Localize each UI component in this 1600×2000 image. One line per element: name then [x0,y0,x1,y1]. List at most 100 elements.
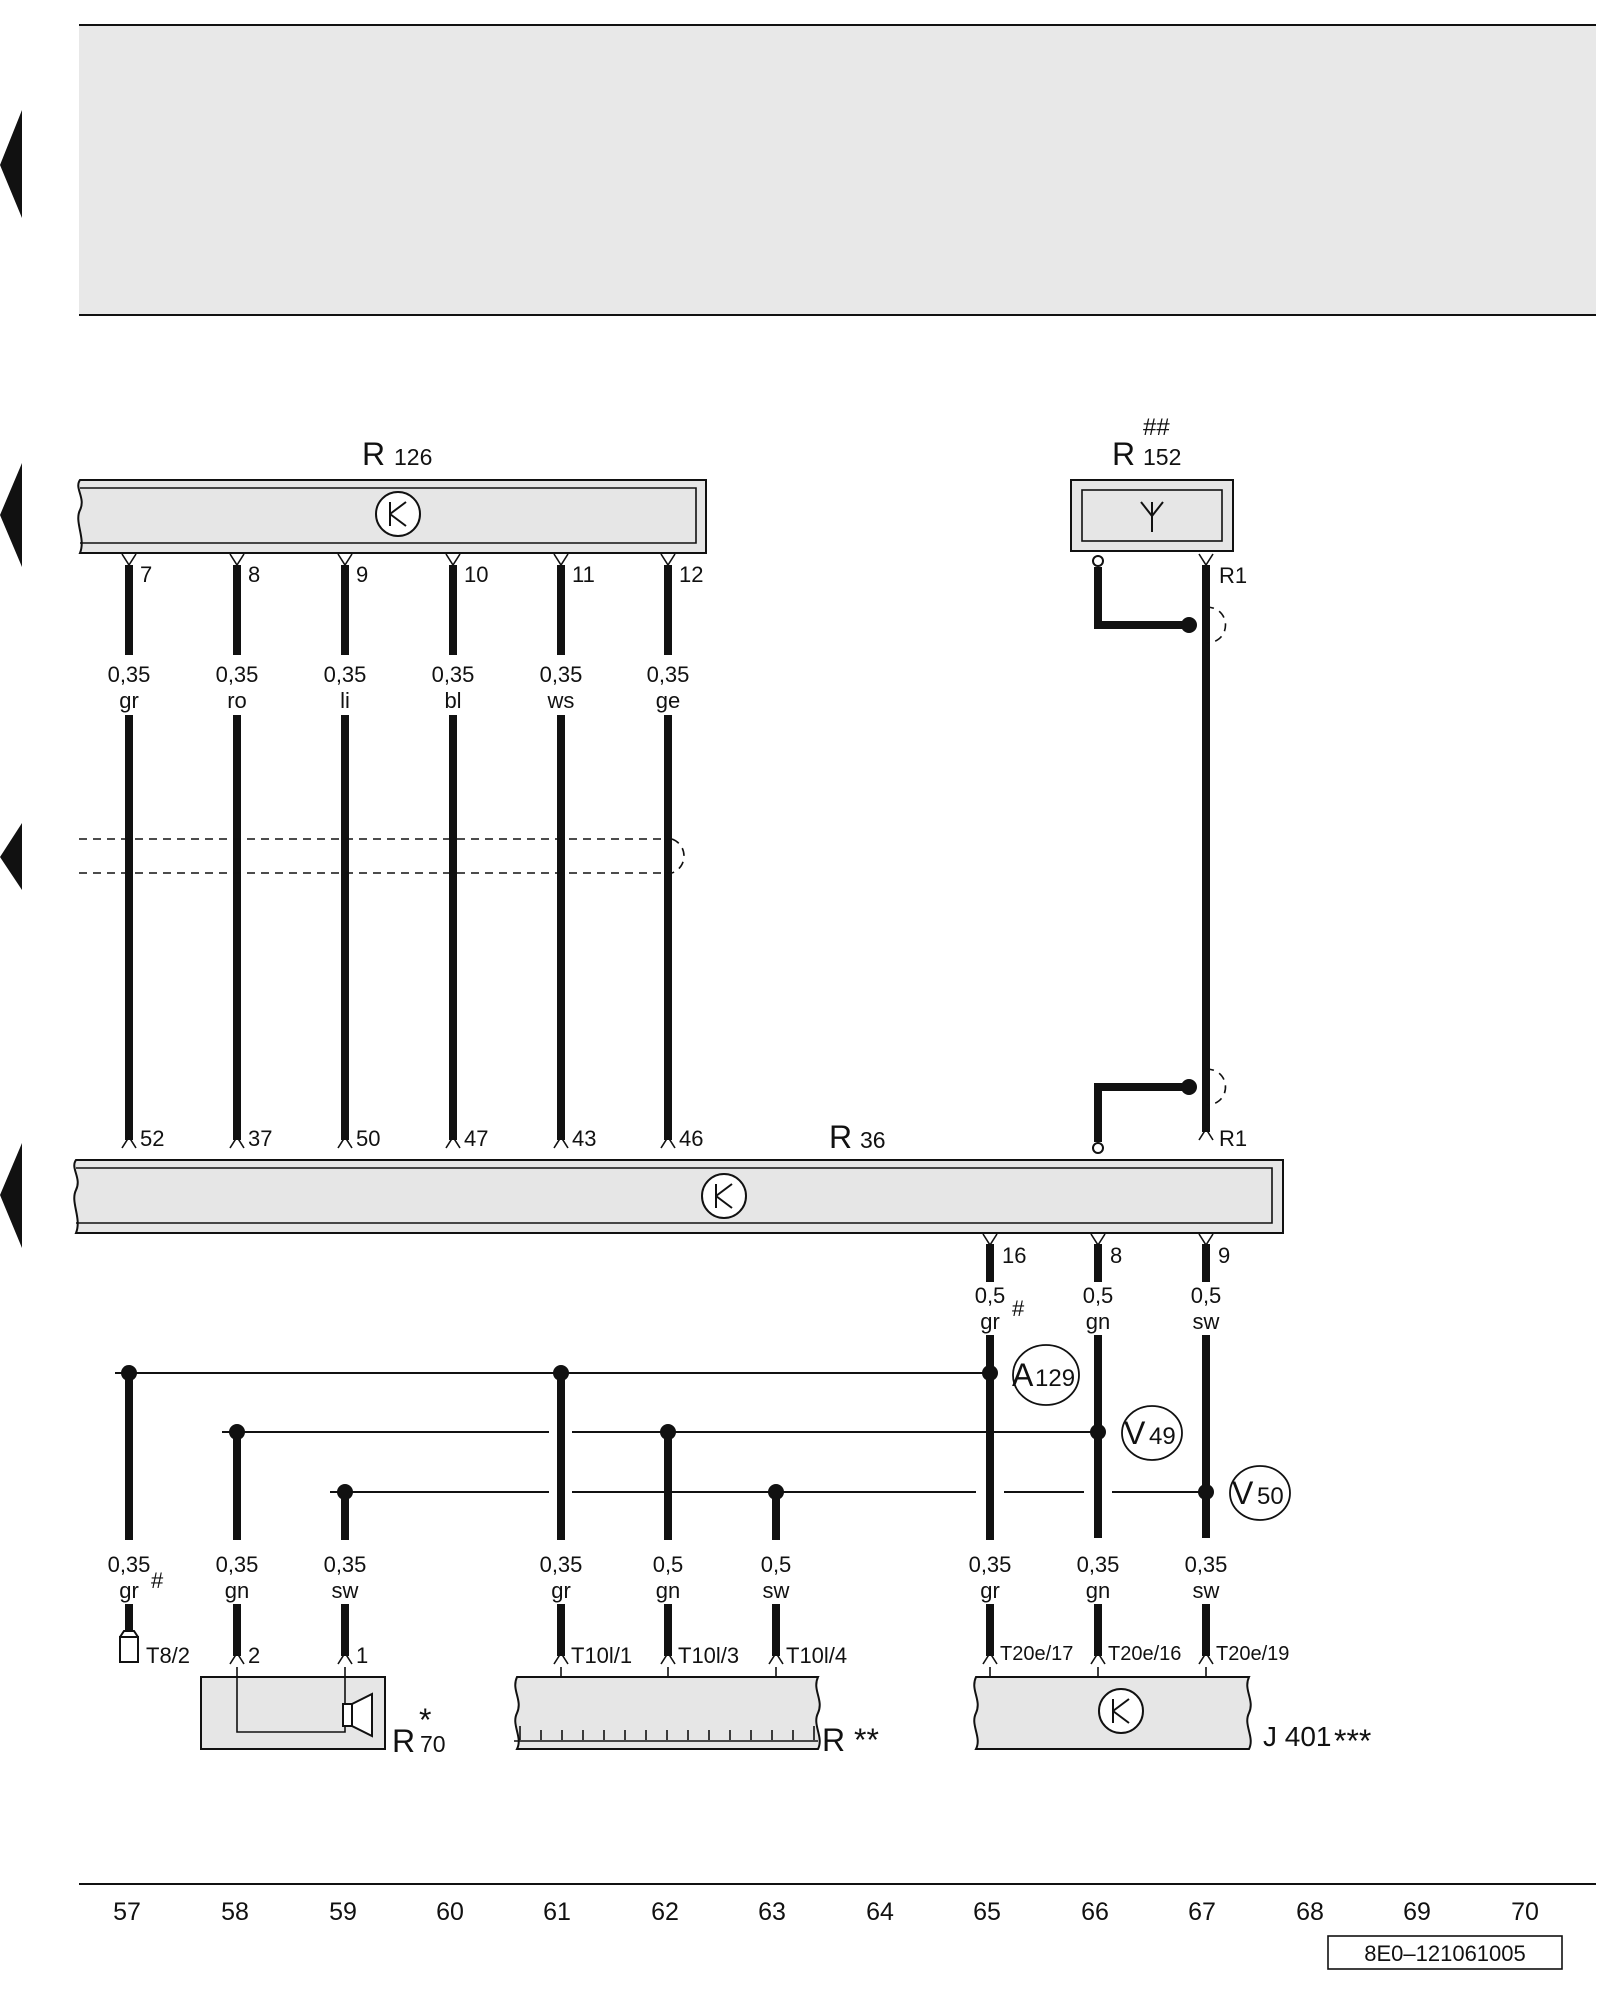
out-size: 0,5 [975,1283,1006,1308]
column-number: 59 [329,1898,357,1926]
bw-terminal: T8/2 [146,1643,190,1668]
wire-size: 0,35 [540,662,583,687]
wire-color: gr [119,688,139,713]
r126-wire-0: 7 0,35 gr 52 [108,553,164,1151]
out-size: 0,5 [1191,1283,1222,1308]
column-numbers: 57 58 59 60 61 62 63 64 65 66 67 68 69 7… [113,1898,1539,1926]
r126-wire-2: 9 0,35 li 50 [324,553,380,1151]
wire-color: ws [547,688,575,713]
shield-harness [79,838,685,874]
wire-color: bl [444,688,461,713]
out-mark: # [1012,1296,1025,1321]
out-pin: 9 [1218,1243,1230,1268]
connection-v50: V 50 [1229,1465,1291,1521]
bottom-wire-6: 0,35 gr T20e/17 [969,1538,1073,1665]
wire-top-pin: 12 [679,562,703,587]
wire-top-pin: 7 [140,562,152,587]
column-number: 62 [651,1898,679,1926]
r126-wire-1: 8 0,35 ro 37 [216,553,272,1151]
bottom-wire-3: 0,35 gr T10l/1 [540,1373,632,1668]
wire-size: 0,35 [647,662,690,687]
r70-letter: R [392,1723,415,1759]
wire-top-pin: 10 [464,562,488,587]
connector-icon [119,1630,139,1663]
wire-top-pin: 8 [248,562,260,587]
doc-code: 8E0–121061005 [1364,1941,1526,1966]
wire-size: 0,35 [108,662,151,687]
doc-code-box [1327,1935,1563,1970]
page-marker-4 [0,1143,22,1248]
bw-terminal: T20e/19 [1216,1643,1289,1665]
column-number: 57 [113,1898,141,1926]
page-marker-2 [0,463,22,567]
bw-size: 0,35 [324,1552,367,1577]
bw-terminal: T10l/3 [678,1643,739,1668]
wire-top-pin: 11 [572,562,595,587]
column-number: 63 [758,1898,786,1926]
wire-bottom-pin: 50 [356,1126,380,1151]
bottom-wire-0: 0,35 gr # T8/2 [108,1373,190,1668]
r152-mark: ## [1143,414,1170,441]
wire-size: 0,35 [432,662,475,687]
column-number: 65 [973,1898,1001,1926]
r152-shield-link: R1 R1 [1092,553,1247,1154]
component-r126: R 126 [77,436,707,554]
j401-mark: *** [1334,1723,1371,1759]
r36-pin: R1 [1219,1126,1247,1151]
bw-color: gn [225,1578,249,1603]
r36-out-0: 16 0,5 gr # [975,1233,1026,1538]
header-band [79,25,1596,315]
bottom-wire-7: 0,35 gn T20e/16 [1077,1552,1182,1665]
r126-wire-3: 10 0,35 bl 47 [432,553,488,1151]
antenna-icon [1140,501,1164,532]
wire-color: ge [656,688,680,713]
bw-size: 0,35 [108,1552,151,1577]
bw-terminal: T10l/1 [571,1643,632,1668]
wire-color: li [340,688,350,713]
column-number: 69 [1403,1898,1431,1926]
bw-size: 0,35 [1185,1552,1228,1577]
r126-letter: R [362,436,385,472]
connection-a129: A 129 [1012,1344,1080,1406]
bw-color: gn [656,1578,680,1603]
scale-ticks [519,1726,815,1740]
page-marker-1 [0,110,22,218]
bw-terminal: T10l/4 [786,1643,847,1668]
bw-color: gn [1086,1578,1110,1603]
out-pin: 8 [1110,1243,1122,1268]
bw-size: 0,35 [216,1552,259,1577]
bw-size: 0,5 [653,1552,684,1577]
bw-size: 0,35 [540,1552,583,1577]
r126-wire-5: 12 0,35 ge 46 [647,553,703,1151]
r36-letter: R [829,1119,852,1155]
conn-letter: V [1124,1415,1146,1451]
r126-wire-4: 11 0,35 ws 43 [540,553,596,1151]
conn-letter: A [1012,1357,1034,1393]
bw-terminal: T20e/16 [1108,1643,1181,1665]
bottom-wire-2: 0,35 sw 1 [324,1492,368,1668]
out-size: 0,5 [1083,1283,1114,1308]
bw-mark: # [151,1568,164,1593]
bottom-wire-8: 0,35 sw T20e/19 [1185,1552,1290,1665]
r36-number: 36 [860,1127,886,1153]
column-number: 66 [1081,1898,1109,1926]
r126-number: 126 [394,444,432,470]
wire-bottom-pin: 46 [679,1126,703,1151]
bottom-wire-1: 0,35 gn 2 [216,1432,260,1668]
column-number: 68 [1296,1898,1324,1926]
out-color: sw [1193,1309,1220,1334]
out-color: gn [1086,1309,1110,1334]
r36-out-2: 9 0,5 sw [1191,1233,1230,1538]
speaker-icon [342,1692,373,1738]
transistor-icon [1098,1688,1144,1734]
bw-color: gr [551,1578,571,1603]
column-number: 70 [1511,1898,1539,1926]
bw-color: sw [763,1578,790,1603]
component-r152: R 152 ## [1070,414,1234,552]
conn-letter: V [1232,1475,1254,1511]
out-pin: 16 [1002,1243,1026,1268]
wire-bottom-pin: 37 [248,1126,272,1151]
r152-number: 152 [1143,444,1181,470]
bw-size: 0,5 [761,1552,792,1577]
